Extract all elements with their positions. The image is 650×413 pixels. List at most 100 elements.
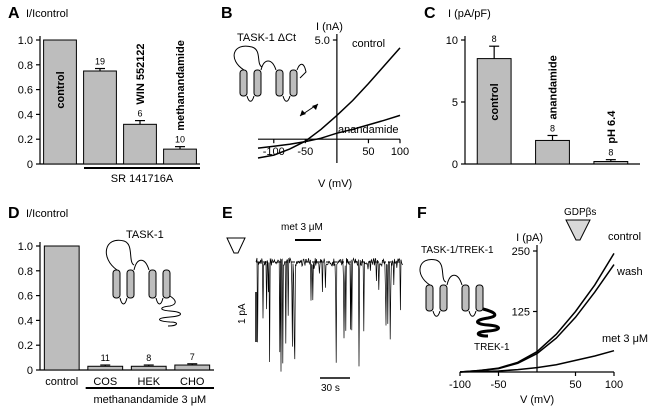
- n-label: 7: [190, 352, 195, 362]
- n-label: 6: [137, 109, 142, 119]
- task1-dct-cartoon-icon: [233, 45, 319, 117]
- y-tick-label: 5.0: [315, 35, 330, 47]
- panel-a: A I/Icontrol 0 0.2 0.4 0.6 0.8 1.0 control 19 6 W…: [8, 5, 200, 185]
- category-label: WIN 552122: [135, 43, 147, 104]
- x-axis-label: V (mV): [520, 394, 554, 406]
- pipette-icon: [226, 237, 246, 254]
- panel-b-construct: TASK-1 ΔCt: [237, 32, 296, 44]
- y-tick-label: 1.0: [18, 241, 33, 253]
- bar: [43, 39, 77, 165]
- trek1-label: TREK-1: [474, 342, 510, 353]
- series-label: wash: [616, 266, 643, 278]
- chart-b: -100 -50 50 100 5.0 V (mV) I (nA) control ananda…: [257, 21, 409, 190]
- panel-d: D I/Icontrol TASK-1 0 0.2 0.4 0.6 0.8 1.0 cont…: [8, 205, 214, 406]
- y-tick-label: 0.4: [18, 109, 33, 121]
- y-tick-label: 125: [512, 307, 530, 319]
- panel-f-label: F: [417, 205, 427, 222]
- category-label: control: [55, 71, 67, 108]
- panel-b-label: B: [221, 5, 233, 22]
- bar: [43, 245, 80, 371]
- bar: [174, 364, 211, 371]
- x-tick-label: -50: [297, 146, 313, 158]
- drug-application-label: met 3 μM: [281, 222, 323, 233]
- panel-c-label: C: [424, 5, 436, 22]
- y-tick-label: 250: [512, 246, 530, 258]
- category-label: COS: [93, 376, 117, 388]
- y-tick-label: 0.6: [18, 85, 33, 97]
- group-label: SR 141716A: [111, 173, 174, 185]
- panel-e: E met 3 μM 1 pA 30 s: [222, 205, 404, 394]
- panel-a-label: A: [8, 5, 20, 22]
- bar: [163, 148, 197, 165]
- chart-a: 0 0.2 0.4 0.6 0.8 1.0 control 19 6 WIN 552122 10 me…: [18, 35, 200, 185]
- panel-d-label: D: [8, 205, 20, 222]
- category-label: methanandamide: [175, 40, 187, 130]
- bar: [593, 161, 629, 165]
- n-label: 10: [175, 135, 185, 145]
- y-tick-label: 0.4: [18, 315, 33, 327]
- n-label: 8: [492, 34, 497, 44]
- category-label: pH 6.4: [606, 110, 618, 144]
- category-label: control: [45, 376, 78, 388]
- task1-trek1-cartoon-icon: [419, 259, 500, 338]
- single-channel-trace: [255, 256, 404, 372]
- series-label: control: [608, 231, 641, 243]
- category-label: control: [489, 83, 501, 120]
- scale-bar-time-label: 30 s: [321, 383, 340, 394]
- panel-d-construct: TASK-1: [126, 229, 164, 241]
- n-label: 8: [146, 353, 151, 363]
- y-axis-label: I (nA): [316, 21, 343, 33]
- panel-f-construct: TASK-1/TREK-1: [421, 245, 494, 256]
- panel-c-ylabel: I (pA/pF): [448, 8, 491, 20]
- y-tick-label: 10: [446, 35, 458, 47]
- n-label: 11: [101, 353, 110, 363]
- n-label: 19: [95, 57, 105, 67]
- series-line: [459, 349, 615, 373]
- series-line: [257, 114, 401, 149]
- y-tick-label: 0.6: [18, 291, 33, 303]
- y-tick-label: 1.0: [18, 35, 33, 47]
- panel-a-ylabel: I/Icontrol: [26, 8, 68, 20]
- bar: [123, 123, 157, 165]
- x-tick-label: 100: [391, 146, 409, 158]
- x-tick-label: 50: [362, 146, 374, 158]
- pipette-solution-label: GDPβs: [564, 207, 596, 218]
- series-label: control: [352, 38, 385, 50]
- bar: [83, 70, 117, 165]
- series-line: [257, 47, 401, 159]
- scale-bar-current-label: 1 pA: [237, 303, 248, 324]
- panel-d-ylabel: I/Icontrol: [26, 208, 68, 220]
- y-tick-label: 5: [452, 97, 458, 109]
- n-label: 8: [550, 123, 555, 133]
- series-label: met 3 μM: [602, 333, 648, 345]
- y-axis-label: I (pA): [516, 232, 543, 244]
- y-tick-label: 0.2: [18, 340, 33, 352]
- y-tick-label: 0: [27, 365, 33, 377]
- y-tick-label: 0.2: [18, 134, 33, 146]
- x-tick-label: 100: [605, 379, 623, 391]
- n-label: 8: [608, 148, 613, 158]
- y-tick-label: 0.8: [18, 60, 33, 72]
- x-tick-label: -100: [263, 146, 285, 158]
- y-tick-label: 0.8: [18, 266, 33, 278]
- bar: [535, 139, 570, 165]
- category-label: HEK: [137, 376, 160, 388]
- x-tick-label: -100: [449, 379, 471, 391]
- gdpbs-pipette-icon: [565, 219, 591, 241]
- task1-cartoon-icon: [105, 239, 181, 327]
- series-label: anandamide: [338, 124, 399, 136]
- bar: [130, 365, 167, 371]
- bar: [87, 365, 124, 371]
- x-axis-label: V (mV): [318, 178, 352, 190]
- category-label: CHO: [180, 376, 205, 388]
- panel-e-label: E: [222, 205, 233, 222]
- y-tick-label: 0: [27, 159, 33, 171]
- group-label: methanandamide 3 μM: [93, 394, 206, 406]
- series-line: [459, 264, 615, 373]
